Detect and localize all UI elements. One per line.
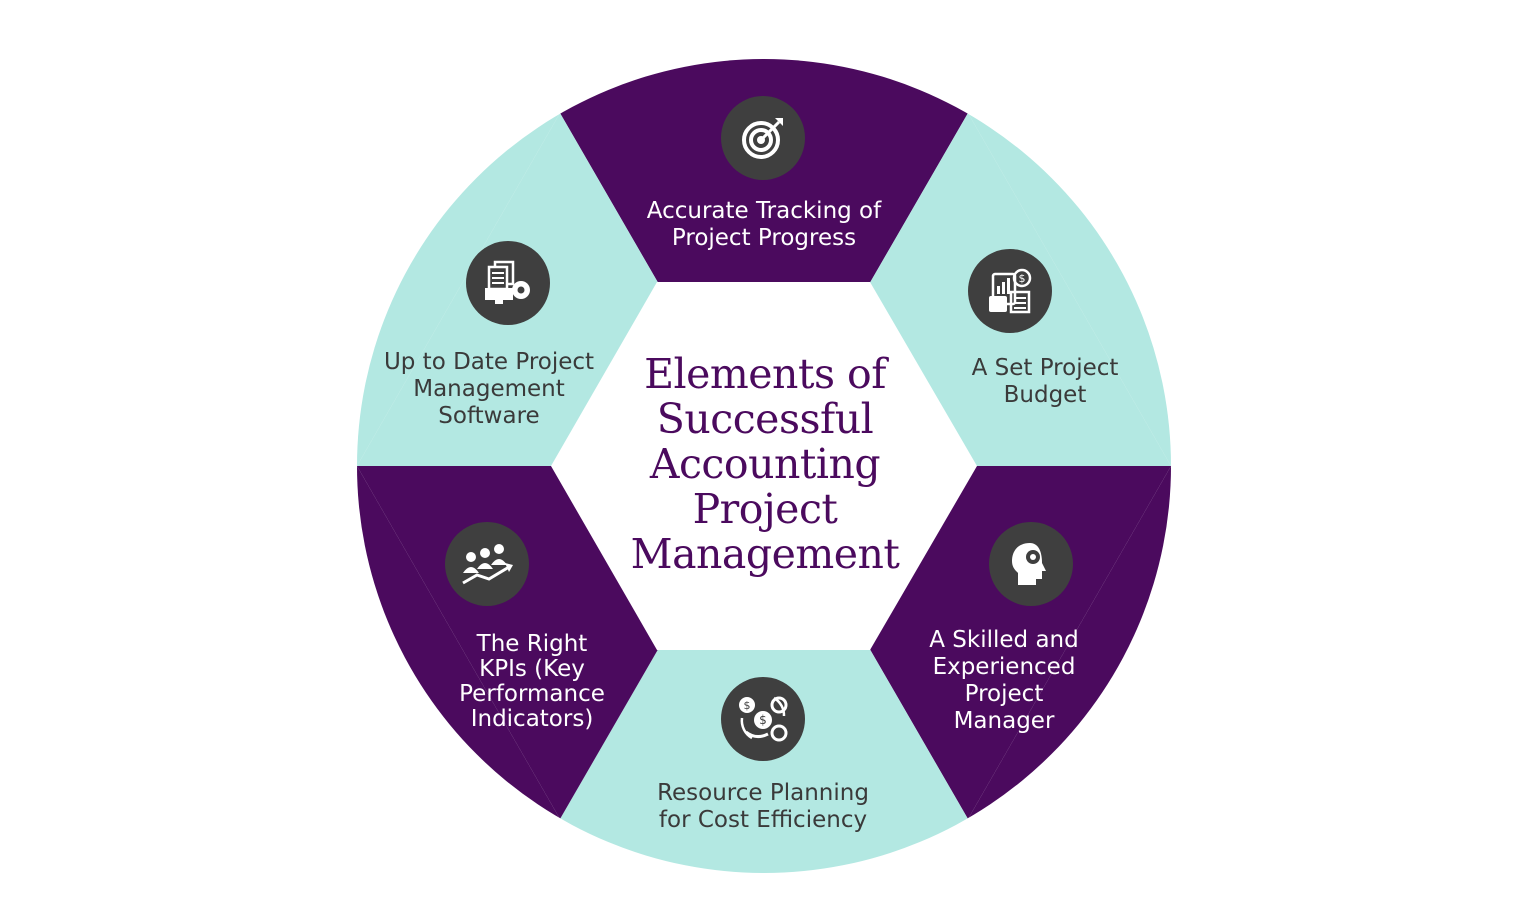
label-up-to-date-software: Up to Date Project Management Software bbox=[383, 349, 595, 429]
head-gear-icon bbox=[989, 522, 1073, 606]
center-title: Elements of Successful Accounting Projec… bbox=[630, 350, 900, 578]
label-skilled-manager: A Skilled and Experienced Project Manage… bbox=[929, 627, 1079, 734]
target-icon bbox=[721, 96, 805, 180]
team-growth-icon bbox=[445, 522, 529, 606]
svg-text:$: $ bbox=[759, 713, 767, 727]
center-hexagon bbox=[551, 282, 977, 650]
label-resource-planning: Resource Planning for Cost Efficiency bbox=[657, 780, 869, 833]
label-accurate-tracking: Accurate Tracking of Project Progress bbox=[646, 198, 882, 251]
software-settings-icon bbox=[466, 241, 550, 325]
segment-top-cap bbox=[560, 59, 968, 113]
svg-text:$: $ bbox=[744, 699, 751, 712]
label-right-kpis: The Right KPIs (Key Performance Indicato… bbox=[459, 631, 605, 732]
svg-text:$: $ bbox=[1019, 272, 1026, 285]
segment-bottom-cap bbox=[520, 819, 1010, 873]
money-cycle-icon: $ $ bbox=[721, 677, 805, 761]
budget-calculator-icon: $ bbox=[968, 249, 1052, 333]
label-set-project-budget: A Set Project Budget bbox=[971, 355, 1119, 408]
